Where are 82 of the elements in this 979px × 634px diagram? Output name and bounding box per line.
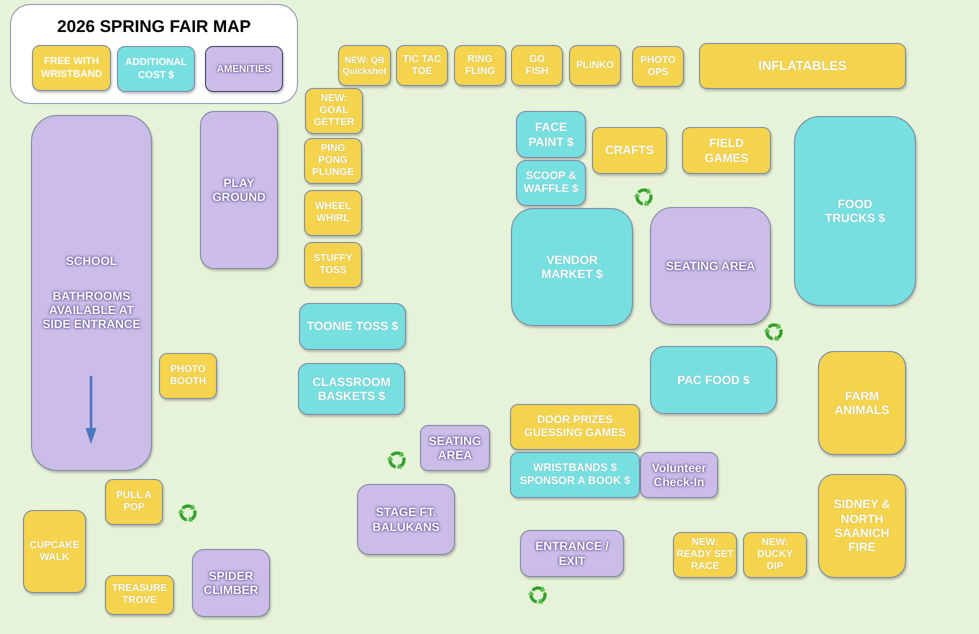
map-zone xyxy=(569,45,621,86)
map-zone xyxy=(818,351,906,455)
map-zone xyxy=(511,45,563,86)
zone-label: WHEEL WHIRL xyxy=(314,201,352,225)
zone-label: FIELD GAMES xyxy=(703,136,750,165)
map-zone xyxy=(105,479,163,525)
map-zone xyxy=(192,549,270,617)
zone-label: SEATING AREA xyxy=(666,258,756,274)
zone-label: VENDOR MARKET $ xyxy=(540,252,604,282)
zone-label: INFLATABLES xyxy=(758,58,847,74)
map-zone xyxy=(592,127,667,174)
map-zone xyxy=(159,353,217,399)
legend-key: ADDITIONAL COST $ xyxy=(117,46,195,92)
map-title: 2026 SPRING FAIR MAP xyxy=(57,17,251,37)
map-zone xyxy=(23,510,86,593)
zone-label: TREASURE TROVE xyxy=(110,583,168,607)
map-zone xyxy=(298,363,405,415)
map-zone xyxy=(304,242,362,288)
map-zone xyxy=(510,452,640,498)
map-zone xyxy=(818,474,906,578)
zone-label: NEW: READY SET RACE xyxy=(676,537,734,573)
map-zone xyxy=(357,484,455,555)
map-zone xyxy=(632,46,684,87)
zone-label: NEW: DUCKY DIP xyxy=(756,537,794,573)
map-zone xyxy=(299,303,406,350)
zone-label: GUESSING GAMES xyxy=(524,427,626,440)
zone-label: NEW: QB Quickshot xyxy=(341,54,388,76)
map-zone xyxy=(699,43,906,89)
zone-label: Volunteer Check-In xyxy=(650,460,708,490)
zone-label: PLINKO xyxy=(576,60,614,72)
zone-label: PHOTO OPS xyxy=(639,54,677,78)
zone-label: PHOTO BOOTH xyxy=(168,364,208,388)
legend-key: FREE WITH WRISTBAND xyxy=(32,45,111,91)
zone-label: CUPCAKE WALK xyxy=(28,540,80,564)
zone-label: PULL A POP xyxy=(115,490,153,514)
map-zone xyxy=(520,530,624,577)
zone-label: SPIDER CLIMBER xyxy=(202,568,260,598)
map-zone xyxy=(31,115,152,471)
zone-label: FARM ANIMALS xyxy=(834,388,890,418)
legend-key: AMENITIES xyxy=(205,46,283,92)
zone-label: SIDNEY & NORTH SAANICH FIRE xyxy=(832,497,892,555)
map-zone xyxy=(510,404,640,450)
map-zone xyxy=(511,208,633,326)
zone-label: NEW: GOAL GETTER xyxy=(312,93,356,129)
map-zone xyxy=(396,45,448,86)
zone-label: FACE PAINT $ xyxy=(527,120,575,149)
map-zone xyxy=(420,425,490,471)
zone-label: PAC FOOD $ xyxy=(677,372,750,388)
zone-label: SEATING AREA xyxy=(428,434,482,462)
map-zone xyxy=(304,138,362,184)
zone-label: TIC TAC TOE xyxy=(402,54,442,78)
zone-label: FOOD TRUCKS $ xyxy=(824,196,886,226)
zone-label: STUFFY TOSS xyxy=(312,253,354,277)
map-zone xyxy=(794,116,916,306)
map-zone xyxy=(338,45,391,86)
map-zone xyxy=(454,45,506,86)
zone-label: PLAY GROUND xyxy=(211,176,267,204)
zone-label: SPONSOR A BOOK $ xyxy=(520,475,630,488)
map-zone xyxy=(650,346,777,414)
zone-label: STAGE FT. BALUKANS xyxy=(371,505,441,534)
map-zone xyxy=(640,452,718,498)
map-zone xyxy=(200,111,278,269)
map-zone xyxy=(516,160,586,206)
map-zone xyxy=(682,127,771,174)
zone-label: TOONIE TOSS $ xyxy=(306,319,398,334)
zone-label: BATHROOMS AVAILABLE AT SIDE ENTRANCE xyxy=(41,288,142,332)
map-zone xyxy=(105,575,174,615)
zone-label: PING PONG PLUNGE xyxy=(311,143,355,179)
map-zone xyxy=(743,532,807,578)
zone-label: ENTRANCE / EXIT xyxy=(534,539,610,568)
zone-label: DOOR PRIZES xyxy=(537,414,613,427)
map-zone xyxy=(650,207,771,325)
map-zone xyxy=(305,88,363,134)
zone-label: GO FISH xyxy=(524,54,550,78)
zone-label: RING FLING xyxy=(464,54,496,78)
zone-label: CRAFTS xyxy=(605,143,654,158)
zone-label: WRISTBANDS $ xyxy=(533,462,617,475)
zone-label: CLASSROOM BASKETS $ xyxy=(312,374,392,404)
map-zone xyxy=(516,111,586,158)
zone-label: SCOOP & WAFFLE $ xyxy=(522,170,580,196)
zone-label: SCHOOL xyxy=(66,254,118,269)
map-zone xyxy=(304,190,362,236)
